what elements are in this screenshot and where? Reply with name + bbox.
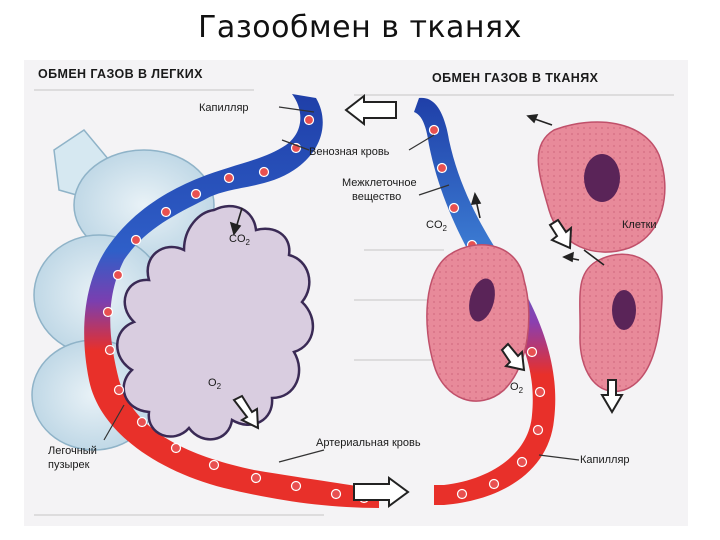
label-o2-tissue: O2 xyxy=(510,381,524,395)
label-cells: Клетки xyxy=(622,219,657,231)
label-capillary-top: Капилляр xyxy=(199,102,249,114)
label-capillary-bottom: Капилляр xyxy=(580,454,630,466)
tissue-cell-middle xyxy=(427,245,529,401)
slide-title: Газообмен в тканях xyxy=(0,10,720,45)
left-header: ОБМЕН ГАЗОВ В ЛЕГКИХ xyxy=(38,67,203,81)
label-intercellular-2: вещество xyxy=(352,191,401,203)
label-venous-blood: Венозная кровь xyxy=(309,146,390,158)
tissue-cell-bottom xyxy=(580,254,662,391)
label-co2-tissue: CO2 xyxy=(426,219,448,233)
label-intercellular-1: Межклеточное xyxy=(342,177,417,189)
arrow-top-left-icon xyxy=(346,96,396,124)
label-alveolus-1: Легочный xyxy=(48,445,97,457)
diagram-canvas: ОБМЕН ГАЗОВ В ЛЕГКИХ ОБМЕН ГАЗОВ В ТКАНЯ… xyxy=(24,60,688,526)
label-arterial-blood: Артериальная кровь xyxy=(316,437,421,449)
gas-exchange-diagram: ОБМЕН ГАЗОВ В ЛЕГКИХ ОБМЕН ГАЗОВ В ТКАНЯ… xyxy=(24,60,688,526)
right-header: ОБМЕН ГАЗОВ В ТКАНЯХ xyxy=(432,71,599,85)
label-alveolus-2: пузырек xyxy=(48,459,90,471)
